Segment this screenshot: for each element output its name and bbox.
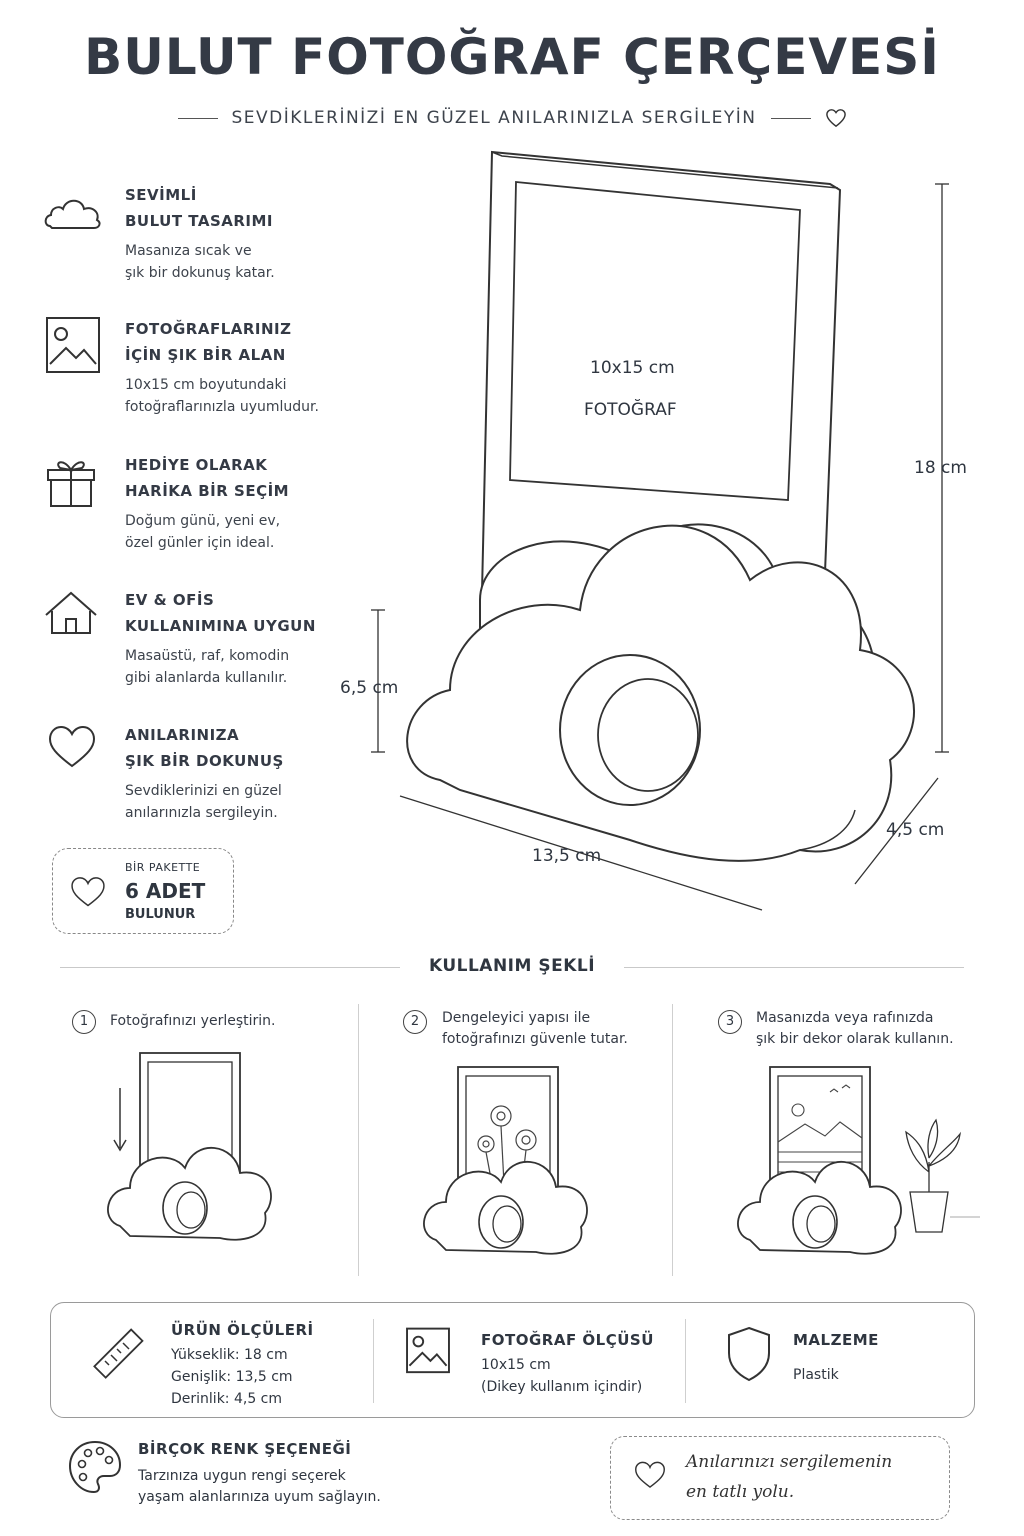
shield-icon: [728, 1326, 770, 1382]
spec-depth: Derinlik: 4,5 cm: [171, 1391, 283, 1407]
pack-count: 6 ADET: [125, 879, 206, 903]
feature-desc: Masanıza sıcak ve şık bir dokunuş katar.: [125, 243, 275, 281]
feature-cloud-design: SEVİMLİ BULUT TASARIMI Masanıza sıcak ve…: [42, 182, 362, 302]
feature-title: FOTOĞRAFLARINIZ İÇİN ŞIK BİR ALAN: [125, 320, 292, 364]
cloud-base: [406, 524, 915, 862]
plant-icon: [905, 1118, 961, 1233]
feature-desc: Sevdiklerinizi en güzel anılarınızla ser…: [125, 783, 282, 821]
heart-icon: [71, 877, 105, 907]
photo-label: FOTOĞRAF: [584, 400, 677, 420]
feature-home-office: EV & OFİS KULLANIMINA UYGUN Masaüstü, ra…: [42, 587, 362, 707]
feature-title: EV & OFİS KULLANIMINA UYGUN: [125, 591, 316, 635]
house-icon: [45, 591, 97, 634]
step-number: 1: [72, 1010, 96, 1034]
step-text: Dengeleyici yapısı ile fotoğrafınızı güv…: [442, 1010, 628, 1047]
divider: [177, 117, 218, 119]
heart-icon: [825, 109, 846, 128]
divider: [685, 1319, 686, 1403]
feature-title: HEDİYE OLARAK HARİKA BİR SEÇİM: [125, 456, 290, 500]
image-icon: [406, 1327, 450, 1374]
colors-title: BİRÇOK RENK ŞEÇENEĞİ: [138, 1440, 352, 1458]
divider: [770, 117, 811, 119]
spec-width: Genişlik: 13,5 cm: [171, 1369, 293, 1385]
section-divider: [624, 967, 964, 968]
feature-title: ANILARINIZA ŞIK BİR DOKUNUŞ: [125, 726, 284, 770]
step-number: 3: [718, 1010, 742, 1034]
dimension-lines: [371, 183, 949, 911]
usage-title: KULLANIM ŞEKLİ: [428, 956, 596, 976]
section-divider: [60, 967, 400, 968]
cloud-icon: [44, 199, 101, 229]
tagline-box: Anılarınızı sergilemenin en tatlı yolu.: [610, 1436, 950, 1520]
spec-height: Yükseklik: 18 cm: [171, 1347, 288, 1363]
step1-illustration: [107, 1052, 272, 1241]
gift-icon: [47, 461, 95, 507]
palette-icon: [68, 1440, 122, 1494]
divider: [358, 1004, 359, 1276]
subtitle-row: SEVDİKLERİNİZİ EN GÜZEL ANILARINIZLA SER…: [0, 108, 1024, 128]
pack-label: BİR PAKETTE: [125, 861, 201, 874]
feature-memories: ANILARINIZA ŞIK BİR DOKUNUŞ Sevdiklerini…: [42, 722, 362, 842]
heart-icon: [635, 1461, 665, 1488]
specs-box: ÜRÜN ÖLÇÜLERİ Yükseklik: 18 cm Genişlik:…: [50, 1302, 975, 1418]
heart-icon: [48, 725, 96, 768]
dim-height-label: 18 cm: [914, 458, 967, 478]
spec-photo-size: 10x15 cm: [481, 1357, 551, 1373]
step-text: Fotoğrafınızı yerleştirin.: [110, 1013, 276, 1029]
colors-desc: Tarzınıza uygun rengi seçerek yaşam alan…: [138, 1468, 381, 1505]
feature-photo-area: FOTOĞRAFLARINIZ İÇİN ŞIK BİR ALAN 10x15 …: [42, 316, 362, 436]
image-icon: [46, 317, 100, 373]
feature-title: SEVİMLİ BULUT TASARIMI: [125, 186, 273, 230]
page-title: BULUT FOTOĞRAF ÇERÇEVESİ: [84, 28, 940, 86]
ruler-icon: [93, 1328, 144, 1379]
feature-desc: 10x15 cm boyutundaki fotoğraflarınızla u…: [125, 377, 319, 415]
step3-illustration: [737, 1066, 980, 1255]
spec-photo-note: (Dikey kullanım içindir): [481, 1379, 643, 1395]
pack-label: BULUNUR: [125, 907, 196, 922]
photo-size-label: 10x15 cm: [590, 358, 675, 378]
spec-title: MALZEME: [793, 1331, 879, 1349]
spec-title: FOTOĞRAF ÖLÇÜSÜ: [481, 1331, 654, 1349]
dim-depth-label: 4,5 cm: [886, 820, 945, 840]
step2-illustration: [423, 1066, 588, 1255]
feature-desc: Masaüstü, raf, komodin gibi alanlarda ku…: [125, 648, 290, 686]
dim-base-height-label: 6,5 cm: [340, 678, 399, 698]
pack-badge: BİR PAKETTE 6 ADET BULUNUR: [52, 848, 234, 934]
dim-width-label: 13,5 cm: [532, 846, 602, 866]
spec-material: Plastik: [793, 1367, 839, 1383]
divider: [373, 1319, 374, 1403]
feature-gift: HEDİYE OLARAK HARİKA BİR SEÇİM Doğum gün…: [42, 452, 362, 572]
step-number: 2: [403, 1010, 427, 1034]
product-illustration: [371, 150, 949, 911]
feature-desc: Doğum günü, yeni ev, özel günler için id…: [125, 513, 281, 551]
step-text: Masanızda veya rafınızda şık bir dekor o…: [756, 1010, 954, 1047]
divider: [672, 1004, 673, 1276]
spec-title: ÜRÜN ÖLÇÜLERİ: [171, 1321, 314, 1339]
page-subtitle: SEVDİKLERİNİZİ EN GÜZEL ANILARINIZLA SER…: [231, 108, 757, 128]
tagline-text: Anılarınızı sergilemenin en tatlı yolu.: [686, 1452, 893, 1502]
